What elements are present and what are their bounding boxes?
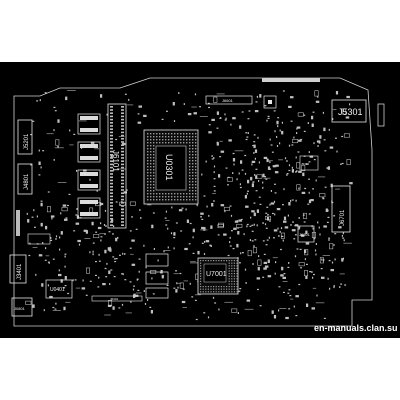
connector-j4801 bbox=[17, 163, 33, 195]
label-j6401: J6401 bbox=[110, 297, 119, 301]
connector-j6701 bbox=[331, 185, 351, 233]
part-top-square bbox=[263, 95, 277, 109]
connector-j0801 bbox=[11, 297, 33, 317]
connector-left-strip bbox=[16, 210, 20, 236]
connector-j3401 bbox=[9, 254, 27, 284]
label-j5401: J5401 bbox=[301, 162, 310, 166]
label-j4801: J4801 bbox=[24, 173, 30, 190]
label-j6601: J6601 bbox=[222, 98, 234, 103]
label-j5301: J5301 bbox=[338, 107, 363, 117]
connector-j6101 bbox=[107, 103, 127, 229]
board-outline bbox=[13, 77, 373, 327]
label-j5201: J5201 bbox=[24, 133, 30, 150]
label-j6801: J6801 bbox=[299, 232, 311, 237]
connector-top-header bbox=[205, 95, 253, 105]
part-right-block bbox=[299, 155, 319, 171]
connector-j5201 bbox=[17, 119, 33, 155]
connector-right-small bbox=[377, 103, 385, 127]
chip-u0401 bbox=[45, 279, 73, 299]
connector-j6801 bbox=[297, 225, 315, 243]
label-u0301: U0301 bbox=[164, 154, 174, 181]
board-canvas bbox=[0, 62, 400, 338]
part-top-square-core bbox=[268, 100, 272, 104]
label-j6101: J6101 bbox=[111, 150, 120, 172]
middle-chip-group bbox=[145, 253, 169, 299]
part-usb-block bbox=[27, 233, 51, 245]
connector-j6101-pins bbox=[110, 106, 124, 226]
connector-j5301 bbox=[331, 99, 367, 123]
memory-chip-pads bbox=[80, 116, 98, 216]
connector-top-strip bbox=[262, 78, 320, 82]
chipset-u7001: U7001 bbox=[197, 257, 239, 295]
label-j0801: J0801 bbox=[14, 306, 26, 311]
bottom-connector-strip bbox=[91, 295, 143, 302]
label-j6701: J6701 bbox=[340, 209, 346, 226]
label-u7001: U7001 bbox=[206, 271, 227, 278]
watermark: en-manuals.clan.su bbox=[314, 323, 398, 333]
label-u0401: U0401 bbox=[50, 287, 65, 293]
component-scatter bbox=[25, 90, 353, 321]
label-j3401: J3401 bbox=[17, 263, 23, 280]
cpu-u0301: U0301 bbox=[143, 129, 199, 205]
memory-chip-column bbox=[77, 113, 101, 219]
